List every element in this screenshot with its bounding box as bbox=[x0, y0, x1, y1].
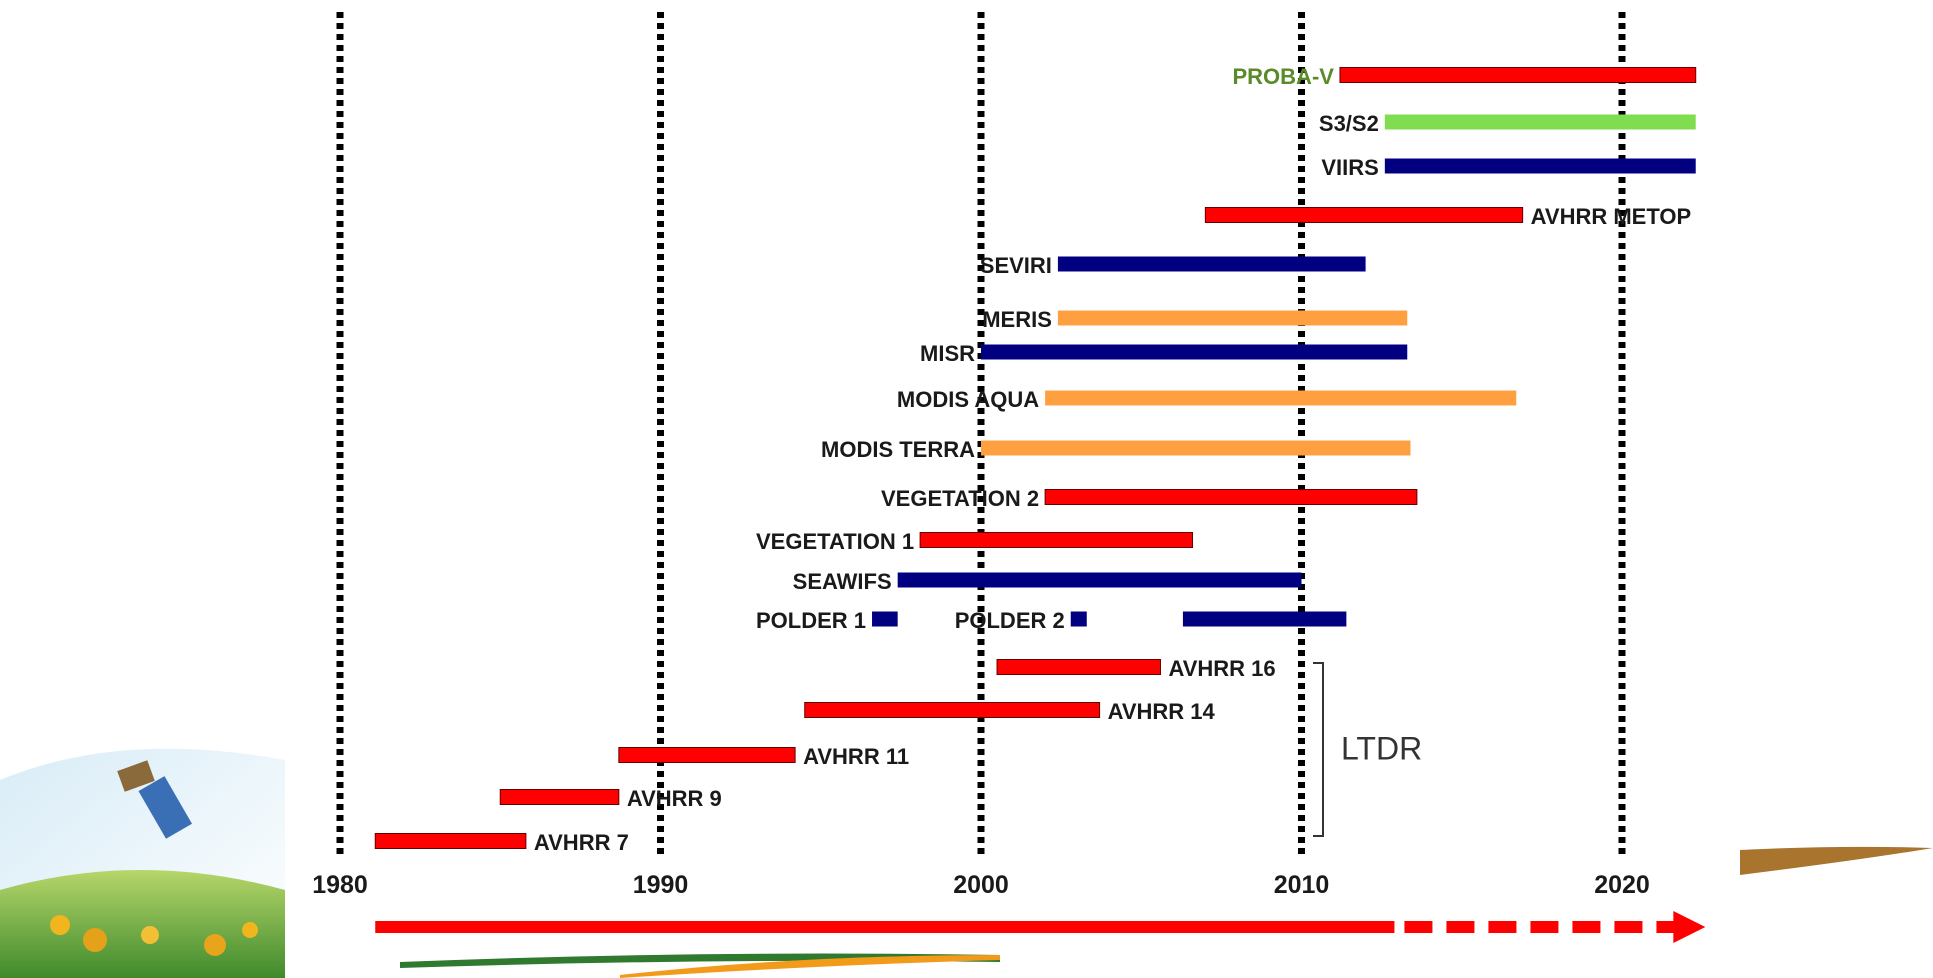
bar-meris bbox=[1057, 310, 1408, 326]
bar-avhrr-7 bbox=[374, 833, 527, 849]
label-viirs: VIIRS bbox=[1321, 155, 1378, 180]
label-polder-2: POLDER 2 bbox=[955, 608, 1065, 633]
tick-label-2020: 2020 bbox=[1594, 871, 1650, 899]
bar-polder-2 bbox=[1070, 611, 1087, 627]
bar-avhrr-14 bbox=[804, 702, 1101, 718]
bar-modis-aqua bbox=[1045, 390, 1517, 406]
bar-misr bbox=[981, 344, 1408, 360]
label-modis-aqua: MODIS AQUA bbox=[897, 387, 1039, 412]
bar-seviri bbox=[1057, 256, 1366, 272]
bar-avhrr-16 bbox=[996, 659, 1161, 675]
bar-viirs bbox=[1384, 158, 1696, 174]
decorative-green-stroke bbox=[400, 953, 1000, 968]
tick-label-1980: 1980 bbox=[312, 871, 368, 899]
decorative-landscape-image bbox=[0, 748, 285, 978]
bar-vegetation-2 bbox=[1044, 489, 1418, 505]
bar-avhrr-9 bbox=[499, 789, 620, 805]
label-avhrr-9: AVHRR 9 bbox=[627, 786, 722, 811]
label-polder-1: POLDER 1 bbox=[756, 608, 866, 633]
label-seviri: SEVIRI bbox=[980, 253, 1052, 278]
bar-polder-3 bbox=[1182, 611, 1347, 627]
ltdr-label: LTDR bbox=[1341, 731, 1422, 767]
label-meris: MERIS bbox=[982, 307, 1052, 332]
label-avhrr-7: AVHRR 7 bbox=[534, 830, 629, 855]
label-avhrr-14: AVHRR 14 bbox=[1108, 699, 1216, 724]
label-avhrr-16: AVHRR 16 bbox=[1168, 656, 1275, 681]
label-s3-s2: S3/S2 bbox=[1319, 111, 1379, 136]
decorative-orange-stroke bbox=[620, 955, 1000, 978]
bar-avhrr-11 bbox=[618, 747, 796, 763]
bar-avhrr-metop bbox=[1204, 207, 1524, 223]
label-misr: MISR bbox=[920, 341, 975, 366]
tick-label-2010: 2010 bbox=[1274, 871, 1330, 899]
bar-seawifs bbox=[897, 572, 1302, 588]
label-vegetation-1: VEGETATION 1 bbox=[756, 529, 914, 554]
label-modis-terra: MODIS TERRA bbox=[821, 437, 975, 462]
bar-vegetation-1 bbox=[919, 532, 1194, 548]
label-avhrr-11: AVHRR 11 bbox=[803, 744, 909, 769]
bar-polder-1 bbox=[872, 611, 898, 627]
label-avhrr-metop: AVHRR METOP bbox=[1531, 204, 1692, 229]
satellite-icon bbox=[117, 760, 192, 839]
time-arrow-head bbox=[1673, 911, 1706, 943]
label-vegetation-2: VEGETATION 2 bbox=[881, 486, 1039, 511]
bar-modis-terra bbox=[981, 440, 1411, 456]
label-proba-v: PROBA-V bbox=[1233, 64, 1335, 89]
decorative-swoosh bbox=[1740, 846, 1933, 875]
bar-proba-v bbox=[1339, 67, 1697, 83]
ltdr-bracket bbox=[1313, 662, 1324, 837]
tick-label-1990: 1990 bbox=[633, 871, 689, 899]
bar-s3-s2 bbox=[1384, 114, 1696, 130]
label-seawifs: SEAWIFS bbox=[793, 569, 892, 594]
tick-label-2000: 2000 bbox=[953, 871, 1009, 899]
